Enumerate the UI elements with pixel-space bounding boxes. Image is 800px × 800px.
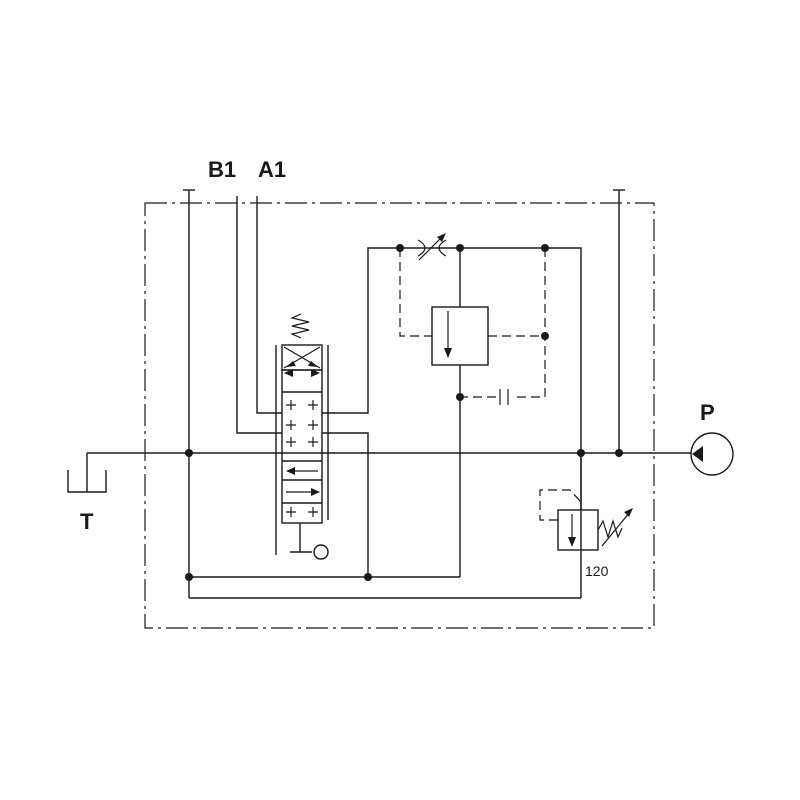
tank-return-line [183, 189, 581, 599]
tank-symbol [67, 453, 107, 493]
port-label-a1: A1 [258, 157, 286, 182]
directional-control-valve [275, 313, 329, 560]
pressure-compensator [431, 248, 489, 577]
relief-valve-setting: 120 [585, 563, 609, 579]
pressure-relief-valve [539, 453, 633, 551]
port-label-t: T [80, 509, 94, 534]
pressure-supply-line [613, 189, 625, 453]
valve-block-boundary [144, 202, 655, 629]
pilot-lines [399, 248, 546, 405]
port-label-b1: B1 [208, 157, 236, 182]
adjustable-throttle [417, 233, 447, 261]
port-label-p: P [700, 400, 715, 425]
valve-outlet-lines [322, 247, 582, 598]
work-port-lines [236, 196, 282, 434]
pump-symbol [690, 432, 734, 476]
junction-dots [185, 244, 623, 581]
